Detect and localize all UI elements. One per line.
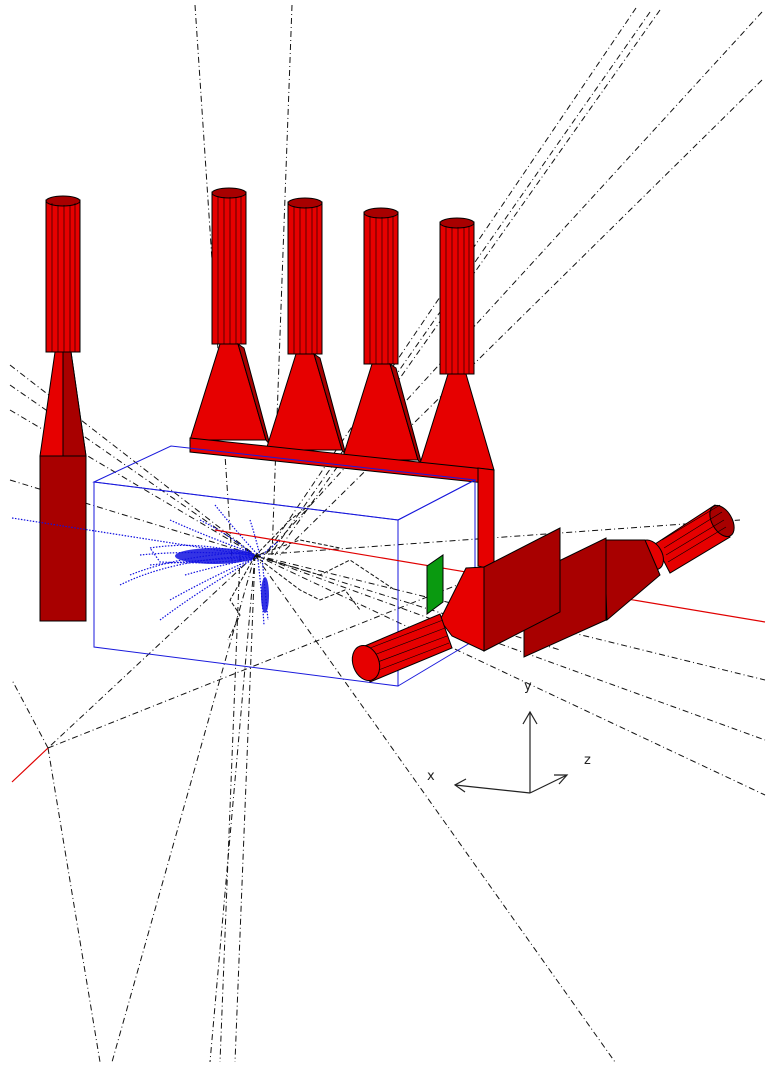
track-line [11,679,49,749]
beam-exit-line [11,747,49,783]
z-axis-line [529,774,568,794]
detector-row [189,187,495,571]
light-guide-side [62,351,87,457]
pmt-left-face [351,645,381,681]
track-line [111,554,256,1063]
track-line [254,554,766,796]
track-line [219,554,241,1063]
left-detector [39,195,87,622]
scintillator-bar [39,455,87,622]
green-plate [426,554,444,615]
coordinate-axes [453,710,569,794]
x-axis-line [454,784,531,794]
track-line [47,559,521,749]
front-detector-assembly [351,504,735,683]
y-axis-label: y [524,679,532,694]
pmt-cap [45,195,81,207]
track-line [234,554,256,1063]
track-line [9,384,256,556]
track-line [254,519,741,556]
track-line [271,4,293,556]
inner-tracks [227,504,396,641]
end-bar [477,467,495,571]
track-line [47,554,256,749]
track-line [264,11,763,556]
track-line [9,409,256,556]
track-line [47,747,101,1063]
x-axis-label: x [427,769,435,784]
track-line [279,79,763,556]
track-line [254,554,561,651]
z-axis-label: z [584,753,591,768]
target-box [92,445,477,687]
shower-core [175,548,269,613]
particle-tracks [9,4,766,1063]
